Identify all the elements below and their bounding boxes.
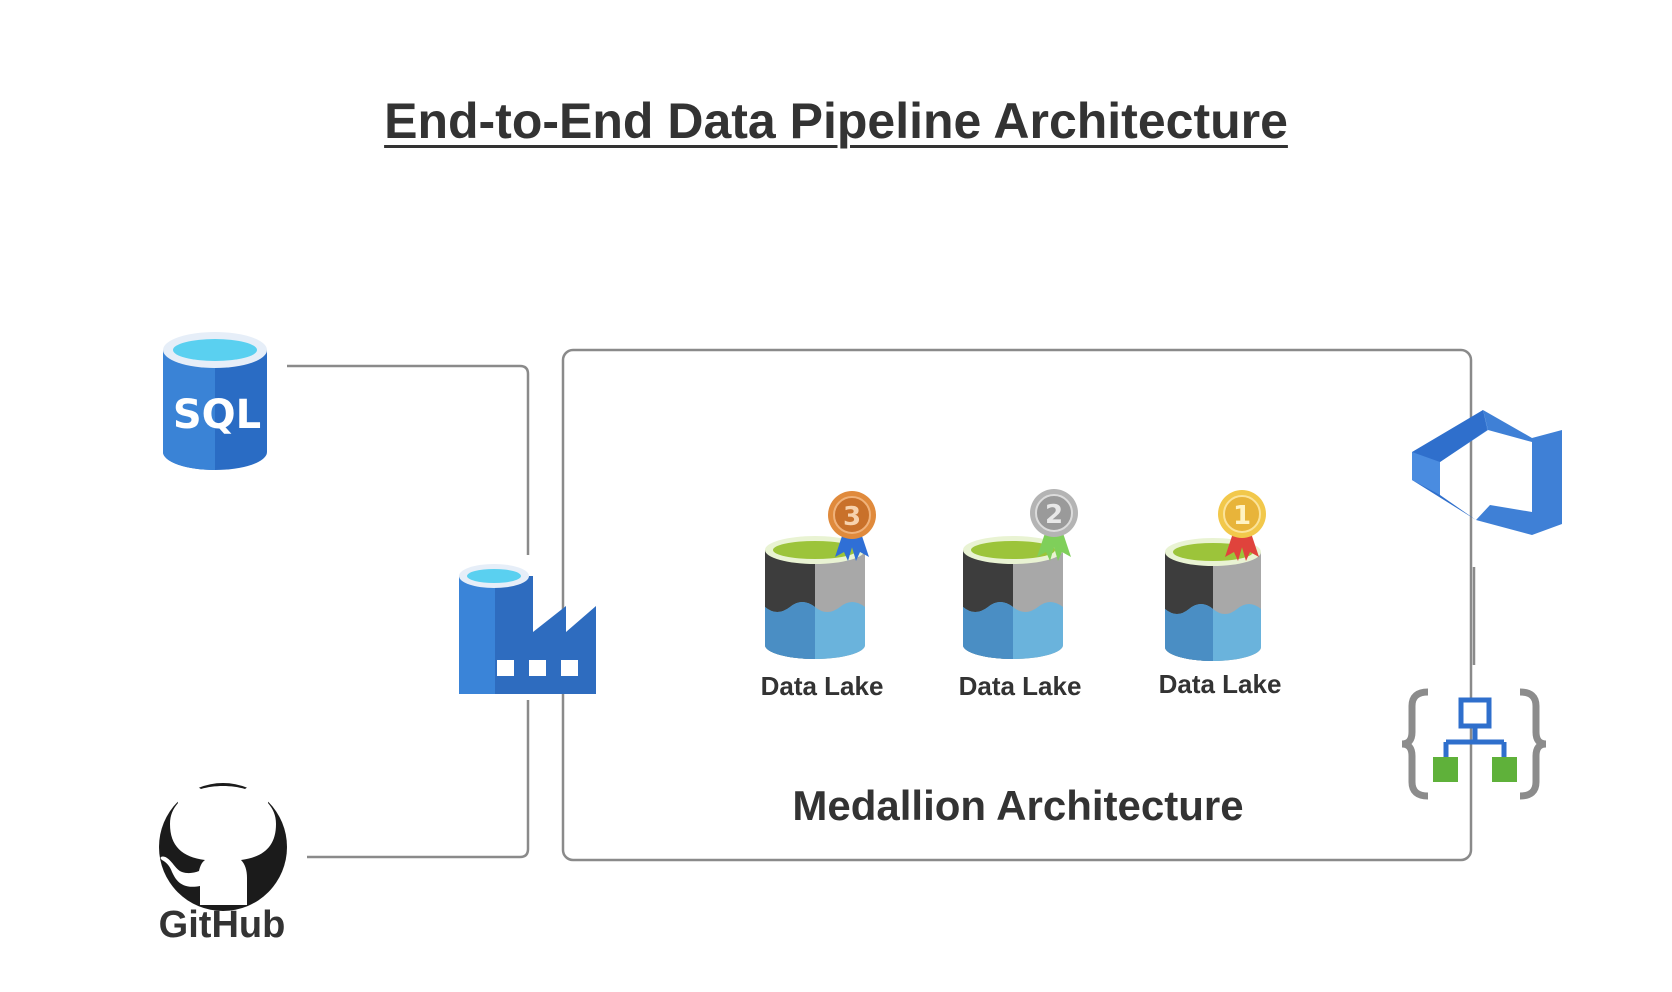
azure-devops-icon — [1412, 410, 1562, 535]
medal-rank-2: 2 — [1045, 500, 1063, 530]
medallion-container — [561, 348, 1473, 862]
github-icon — [159, 780, 287, 911]
data-lake-bronze-icon: 3 — [765, 491, 876, 659]
medallion-architecture-label: Medallion Architecture — [792, 782, 1244, 829]
data-lake-label-gold: Data Lake — [1158, 669, 1282, 699]
connectors — [287, 364, 1476, 859]
data-lake-label-bronze: Data Lake — [760, 671, 884, 701]
sql-icon-label: SQL — [173, 392, 261, 438]
medal-rank-1: 1 — [1233, 501, 1251, 531]
sql-to-factory-connector — [287, 364, 530, 555]
medal-rank-3: 3 — [843, 502, 861, 532]
logic-app-icon — [1401, 688, 1547, 800]
sql-database-icon: SQL — [163, 332, 267, 470]
github-to-factory-connector — [307, 700, 530, 859]
data-factory-icon — [459, 564, 596, 694]
data-lake-silver-icon: 2 — [963, 489, 1078, 659]
data-lake-label-silver: Data Lake — [958, 671, 1082, 701]
page-title: End-to-End Data Pipeline Architecture — [384, 93, 1288, 149]
github-label: GitHub — [158, 904, 286, 946]
data-lake-gold-icon: 1 — [1165, 490, 1266, 661]
